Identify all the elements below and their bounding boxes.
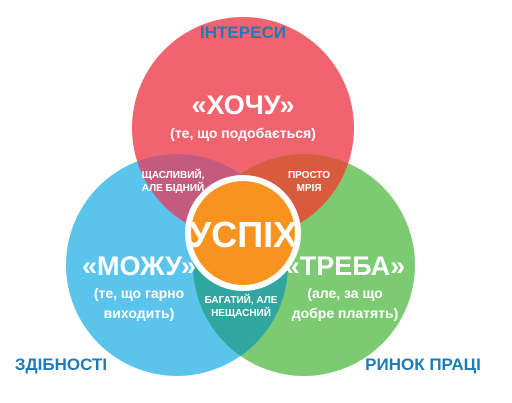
overlap-left-right-line2: НЕЩАСНИЙ	[211, 306, 271, 319]
circle-right-subtitle-1: (але, за що	[307, 285, 382, 301]
circle-top-subtitle: (те, що подобається)	[170, 125, 316, 141]
center-circle	[191, 181, 295, 285]
overlap-top-left-line1: ЩАСЛИВИЙ,	[142, 168, 205, 181]
heading-labor-market: РИНОК ПРАЦІ	[365, 355, 481, 374]
overlap-top-right-line1: ПРОСТО	[288, 170, 330, 181]
overlap-top-right-line2: МРІЯ	[297, 183, 322, 194]
overlap-top-left-line2: АЛЕ БІДНИЙ	[142, 181, 205, 194]
overlap-left-right-line1: БАГАТИЙ, АЛЕ	[205, 293, 278, 306]
heading-abilities: ЗДІБНОСТІ	[15, 355, 107, 374]
circle-right-subtitle-2: добре платять)	[292, 305, 399, 321]
circle-left-subtitle-2: виходить)	[104, 305, 175, 321]
circle-right-title: «ТРЕБА»	[285, 251, 405, 281]
heading-interests: ІНТЕРЕСИ	[200, 23, 286, 42]
circle-left-title: «МОЖУ»	[82, 251, 196, 281]
circle-left-subtitle-1: (те, що гарно	[94, 285, 184, 301]
center-label: УСПІХ	[189, 214, 297, 255]
circle-top-title: «ХОЧУ»	[191, 90, 294, 120]
